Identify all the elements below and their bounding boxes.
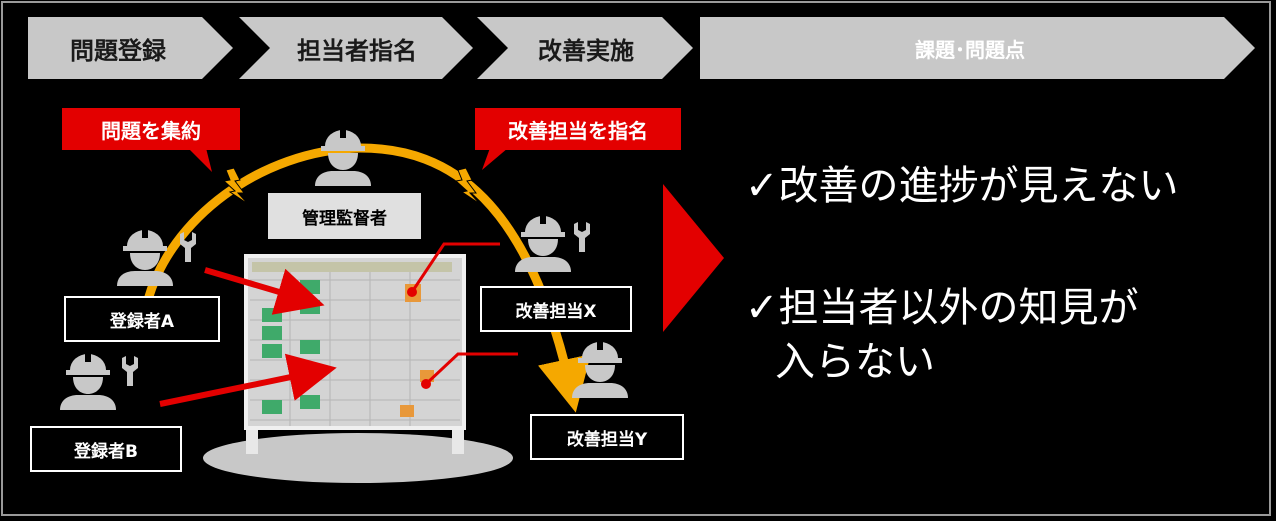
hardhat-person-icon-registrant-b (60, 353, 116, 410)
board-base-shadow (203, 433, 513, 483)
flow-step-2-shape (239, 17, 473, 79)
flow-step-4: 課題･問題点 (915, 37, 1025, 62)
flow-step-4-shape (700, 17, 1255, 79)
flow-step-1-shape (28, 17, 233, 79)
role-improver-y: 改善担当Y (530, 414, 684, 460)
flow-step-2: 担当者指名 (297, 36, 417, 65)
whiteboard-icon (244, 254, 466, 454)
callout-collect-tail (188, 148, 212, 172)
red-arrow-icon-a (204, 267, 325, 315)
red-arrow-icon-b (159, 353, 337, 407)
right-triangle-arrow-icon (663, 184, 724, 332)
issue-line-1: ✓改善の進捗が見えない (745, 163, 1179, 209)
role-registrant-b: 登録者B (30, 426, 182, 472)
wrench-icon-x (574, 222, 590, 252)
pointer-line-y (424, 352, 518, 386)
pointer-line-x (410, 242, 500, 293)
hardhat-person-icon-supervisor (315, 129, 371, 186)
flow-step-1: 問題登録 (70, 36, 166, 65)
issue-line-2a: ✓担当者以外の知見が (745, 285, 1139, 331)
callout-assign-tail (482, 148, 508, 170)
flow-step-3: 改善実施 (538, 36, 634, 65)
callout-collect: 問題を集約 (62, 108, 240, 150)
role-improver-x: 改善担当X (480, 286, 632, 332)
issue-line-2b: 入らない (775, 339, 935, 385)
role-supervisor: 管理監督者 (268, 193, 421, 239)
role-registrant-a: 登録者A (64, 296, 220, 342)
callout-assign: 改善担当を指名 (475, 108, 681, 150)
wrench-icon-a (180, 232, 196, 262)
hardhat-person-icon-improver-y (572, 341, 628, 398)
wrench-icon-b (122, 356, 138, 386)
flow-step-3-shape (477, 17, 693, 79)
hardhat-person-icon-improver-x (515, 215, 571, 272)
